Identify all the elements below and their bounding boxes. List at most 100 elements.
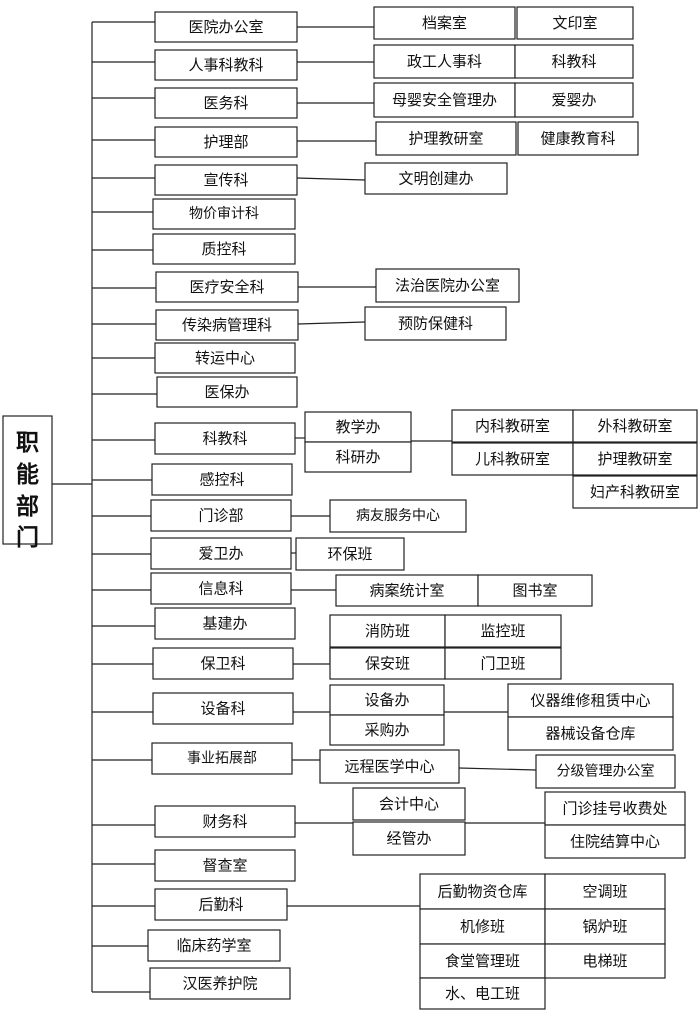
dept-box-5: 物价审计科 bbox=[152, 198, 296, 230]
subunit-box-31-frame bbox=[535, 754, 676, 789]
subunit-box-2-label: 政工人事科 bbox=[407, 53, 482, 71]
dept-box-17-frame bbox=[152, 647, 294, 680]
dept-box-15: 信息科 bbox=[150, 572, 292, 605]
dept-box-10: 医保办 bbox=[156, 376, 298, 408]
dept-box-12-frame bbox=[151, 463, 293, 496]
subunit-box-21-label: 图书室 bbox=[512, 582, 557, 600]
subunit-box-32: 会计中心 bbox=[352, 787, 466, 821]
dept-box-0-label: 医院办公室 bbox=[188, 18, 263, 36]
subunit-box-40: 食堂管理班 bbox=[419, 943, 546, 979]
subunit-box-27-frame bbox=[329, 714, 445, 746]
subunit-box-7-frame bbox=[517, 121, 639, 156]
subunit-box-19: 环保班 bbox=[295, 537, 405, 571]
dept-box-21-label: 督查室 bbox=[202, 857, 247, 875]
subunit-box-37-label: 空调班 bbox=[582, 883, 627, 901]
subunit-box-21: 图书室 bbox=[477, 574, 593, 607]
subunit-box-23-label: 监控班 bbox=[480, 622, 525, 640]
dept-box-7-label: 医疗安全科 bbox=[189, 278, 264, 296]
dept-box-12-label: 感控科 bbox=[199, 471, 244, 489]
dept-box-8-label: 传染病管理科 bbox=[182, 316, 272, 334]
dept-box-16-label: 基建办 bbox=[202, 615, 247, 633]
subunit-box-11-label: 教学办 bbox=[335, 418, 380, 436]
subunit-box-33-frame bbox=[352, 821, 466, 856]
root-char: 能 bbox=[16, 461, 39, 488]
subunit-box-8-frame bbox=[364, 162, 508, 195]
subunit-box-1-label: 文印室 bbox=[552, 14, 597, 32]
dept-box-1-frame bbox=[154, 49, 298, 81]
dept-box-13: 门诊部 bbox=[150, 499, 292, 532]
subunit-box-41-frame bbox=[544, 943, 666, 979]
dept-box-19: 事业拓展部 bbox=[151, 742, 293, 775]
subunit-box-25-label: 门卫班 bbox=[480, 655, 525, 673]
subunit-box-32-label: 会计中心 bbox=[379, 795, 439, 813]
subunit-box-8: 文明创建办 bbox=[364, 162, 508, 195]
subunit-box-27: 采购办 bbox=[329, 714, 445, 746]
subunit-box-12: 科研办 bbox=[304, 441, 412, 473]
subunit-box-9-label: 法治医院办公室 bbox=[395, 277, 500, 295]
dept-box-18-label: 设备科 bbox=[200, 700, 245, 718]
subunit-box-27-label: 采购办 bbox=[364, 721, 409, 739]
root-char: 部 bbox=[16, 493, 39, 520]
subunit-box-33: 经管办 bbox=[352, 821, 466, 856]
subunit-box-37-frame bbox=[544, 873, 666, 910]
subunit-box-35: 住院结算中心 bbox=[544, 824, 686, 859]
subunit-box-7: 健康教育科 bbox=[517, 121, 639, 156]
subunit-box-3-label: 科教科 bbox=[551, 53, 596, 71]
subunit-box-6-frame bbox=[375, 121, 517, 156]
dept-box-2-label: 医务科 bbox=[203, 94, 248, 112]
subunit-box-4: 母婴安全管理办 bbox=[373, 82, 516, 118]
dept-box-17-label: 保卫科 bbox=[200, 655, 245, 673]
subunit-box-35-label: 住院结算中心 bbox=[570, 833, 660, 851]
subunit-box-39-frame bbox=[544, 908, 666, 945]
subunit-box-36-frame bbox=[419, 873, 546, 910]
connector-line bbox=[458, 767, 537, 771]
subunit-box-28: 仪器维修租赁中心 bbox=[507, 683, 674, 718]
subunit-box-29-label: 器械设备仓库 bbox=[545, 725, 635, 743]
dept-box-16-frame bbox=[154, 607, 296, 640]
subunit-box-9: 法治医院办公室 bbox=[375, 268, 520, 303]
dept-box-21: 督查室 bbox=[154, 849, 296, 882]
subunit-box-18: 病友服务中心 bbox=[329, 499, 467, 533]
dept-box-23-label: 临床药学室 bbox=[176, 937, 251, 955]
dept-box-6-label: 质控科 bbox=[201, 240, 246, 258]
subunit-box-15-label: 儿科教研室 bbox=[475, 450, 550, 468]
subunit-box-10-frame bbox=[364, 306, 507, 341]
subunit-box-16-frame bbox=[572, 442, 698, 476]
dept-box-7: 医疗安全科 bbox=[155, 271, 299, 303]
subunit-box-32-frame bbox=[352, 787, 466, 821]
subunit-box-14-frame bbox=[572, 409, 698, 443]
subunit-box-4-label: 母婴安全管理办 bbox=[392, 91, 497, 109]
subunit-box-25: 门卫班 bbox=[444, 647, 562, 680]
subunit-box-19-frame bbox=[295, 537, 405, 571]
subunit-box-38-frame bbox=[419, 908, 546, 945]
dept-box-4: 宣传科 bbox=[154, 164, 298, 196]
dept-box-3-frame bbox=[154, 126, 298, 158]
subunit-box-42: 水、电工班 bbox=[419, 977, 546, 1010]
subunit-box-5: 爱婴办 bbox=[514, 82, 634, 118]
root-char: 门 bbox=[16, 524, 39, 551]
dept-box-11-label: 科教科 bbox=[202, 430, 247, 448]
subunit-box-40-label: 食堂管理班 bbox=[445, 952, 520, 970]
dept-box-7-frame bbox=[155, 271, 299, 303]
subunit-box-12-label: 科研办 bbox=[335, 448, 380, 466]
dept-box-20: 财务科 bbox=[154, 805, 296, 838]
subunit-box-41-label: 电梯班 bbox=[582, 952, 627, 970]
dept-box-3-label: 护理部 bbox=[203, 133, 248, 151]
dept-box-14-label: 爱卫办 bbox=[198, 545, 243, 563]
dept-box-11: 科教科 bbox=[154, 422, 296, 455]
subunit-box-42-label: 水、电工班 bbox=[445, 985, 520, 1003]
subunit-box-22-label: 消防班 bbox=[365, 622, 410, 640]
subunit-box-25-frame bbox=[444, 647, 562, 680]
subunit-box-6-label: 护理教研室 bbox=[408, 130, 483, 148]
subunit-box-4-frame bbox=[373, 82, 516, 118]
subunit-box-31: 分级管理办公室 bbox=[535, 754, 676, 789]
subunit-box-37: 空调班 bbox=[544, 873, 666, 910]
subunit-box-38: 机修班 bbox=[419, 908, 546, 945]
subunit-box-38-label: 机修班 bbox=[460, 918, 505, 936]
subunit-box-18-label: 病友服务中心 bbox=[356, 508, 440, 524]
dept-box-18-frame bbox=[152, 692, 294, 725]
subunit-box-22: 消防班 bbox=[329, 614, 446, 648]
subunit-box-1: 文印室 bbox=[516, 6, 634, 40]
subunit-box-10: 预防保健科 bbox=[364, 306, 507, 341]
